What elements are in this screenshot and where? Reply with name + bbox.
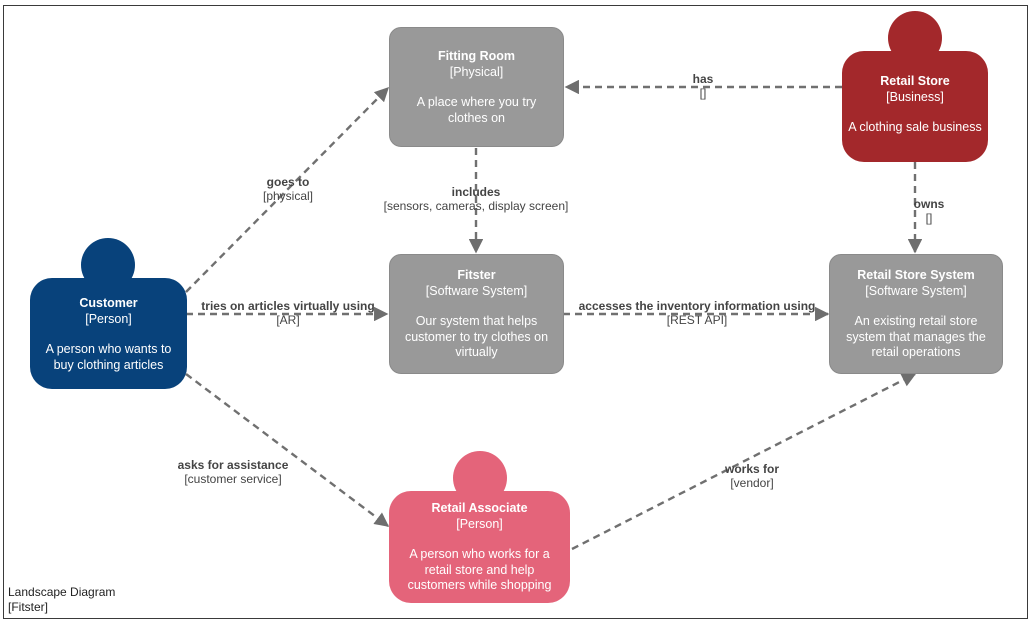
retail-store-system-title: Retail Store System <box>857 268 975 282</box>
fitster-title: Fitster <box>457 268 496 282</box>
retail-associate-type: [Person] <box>456 516 503 531</box>
customer-desc: A person who wants to buy clothing artic… <box>45 342 172 372</box>
fitster-desc: Our system that helps customer to try cl… <box>404 314 549 359</box>
edge-label-works-for-text: works for <box>724 462 779 476</box>
edge-label-tries-on-tech: [AR] <box>276 313 300 327</box>
node-fitting-room: Fitting Room [Physical] A place where yo… <box>389 27 564 147</box>
fitster-type: [Software System] <box>425 283 528 298</box>
edge-label-goes-to-tech: [physical] <box>262 189 314 203</box>
edge-label-has: has [] <box>683 72 723 100</box>
edge-label-tries-on: tries on articles virtually using [AR] <box>193 299 383 327</box>
customer-title: Customer <box>79 296 138 310</box>
retail-associate-title: Retail Associate <box>431 501 528 515</box>
edge-label-asks-tech: [customer service] <box>184 472 282 486</box>
customer-type: [Person] <box>85 311 132 326</box>
edge-label-accesses: accesses the inventory information using… <box>572 299 822 327</box>
edge-label-includes-text: includes <box>451 185 501 199</box>
fitting-room-type: [Physical] <box>449 64 504 79</box>
edge-label-accesses-text: accesses the inventory information using <box>578 299 816 313</box>
retail-store-system-desc: An existing retail store system that man… <box>846 314 986 359</box>
edge-label-goes-to-text: goes to <box>266 175 310 189</box>
edge-label-has-tech: [] <box>699 86 707 100</box>
edge-works-for <box>571 372 917 551</box>
edge-label-asks-text: asks for assistance <box>177 458 289 472</box>
retail-store-type: [Business] <box>886 89 944 104</box>
node-customer: Customer [Person] A person who wants to … <box>30 278 187 389</box>
diagram-caption: Landscape Diagram [Fitster] <box>8 585 115 615</box>
diagram-caption-title: Landscape Diagram <box>8 585 116 599</box>
edge-label-includes-tech: [sensors, cameras, display screen] <box>383 199 569 213</box>
node-retail-store-system: Retail Store System [Software System] An… <box>829 254 1003 374</box>
retail-store-desc: A clothing sale business <box>848 120 982 134</box>
edge-label-owns: owns [] <box>909 197 949 225</box>
edge-label-works-for-tech: [vendor] <box>730 476 774 490</box>
edge-label-owns-tech: [] <box>925 211 933 225</box>
node-retail-store: Retail Store [Business] A clothing sale … <box>842 51 988 162</box>
edge-label-goes-to: goes to [physical] <box>248 175 328 203</box>
edge-label-accesses-tech: [REST API] <box>666 313 728 327</box>
edge-label-includes: includes [sensors, cameras, display scre… <box>376 185 576 213</box>
node-fitster: Fitster [Software System] Our system tha… <box>389 254 564 374</box>
fitting-room-desc: A place where you try clothes on <box>416 95 537 125</box>
edge-label-tries-on-text: tries on articles virtually using <box>201 299 375 313</box>
diagram-caption-subtitle: [Fitster] <box>8 600 49 614</box>
edge-label-owns-text: owns <box>913 197 945 211</box>
node-retail-associate: Retail Associate [Person] A person who w… <box>389 491 570 603</box>
retail-associate-desc: A person who works for a retail store an… <box>407 547 552 592</box>
edge-asks <box>185 373 390 527</box>
edge-label-works-for: works for [vendor] <box>717 462 787 490</box>
edge-label-asks: asks for assistance [customer service] <box>168 458 298 486</box>
retail-store-title: Retail Store <box>880 74 950 88</box>
fitting-room-title: Fitting Room <box>437 49 516 63</box>
retail-store-system-type: [Software System] <box>865 283 967 298</box>
edge-label-has-text: has <box>692 72 714 86</box>
